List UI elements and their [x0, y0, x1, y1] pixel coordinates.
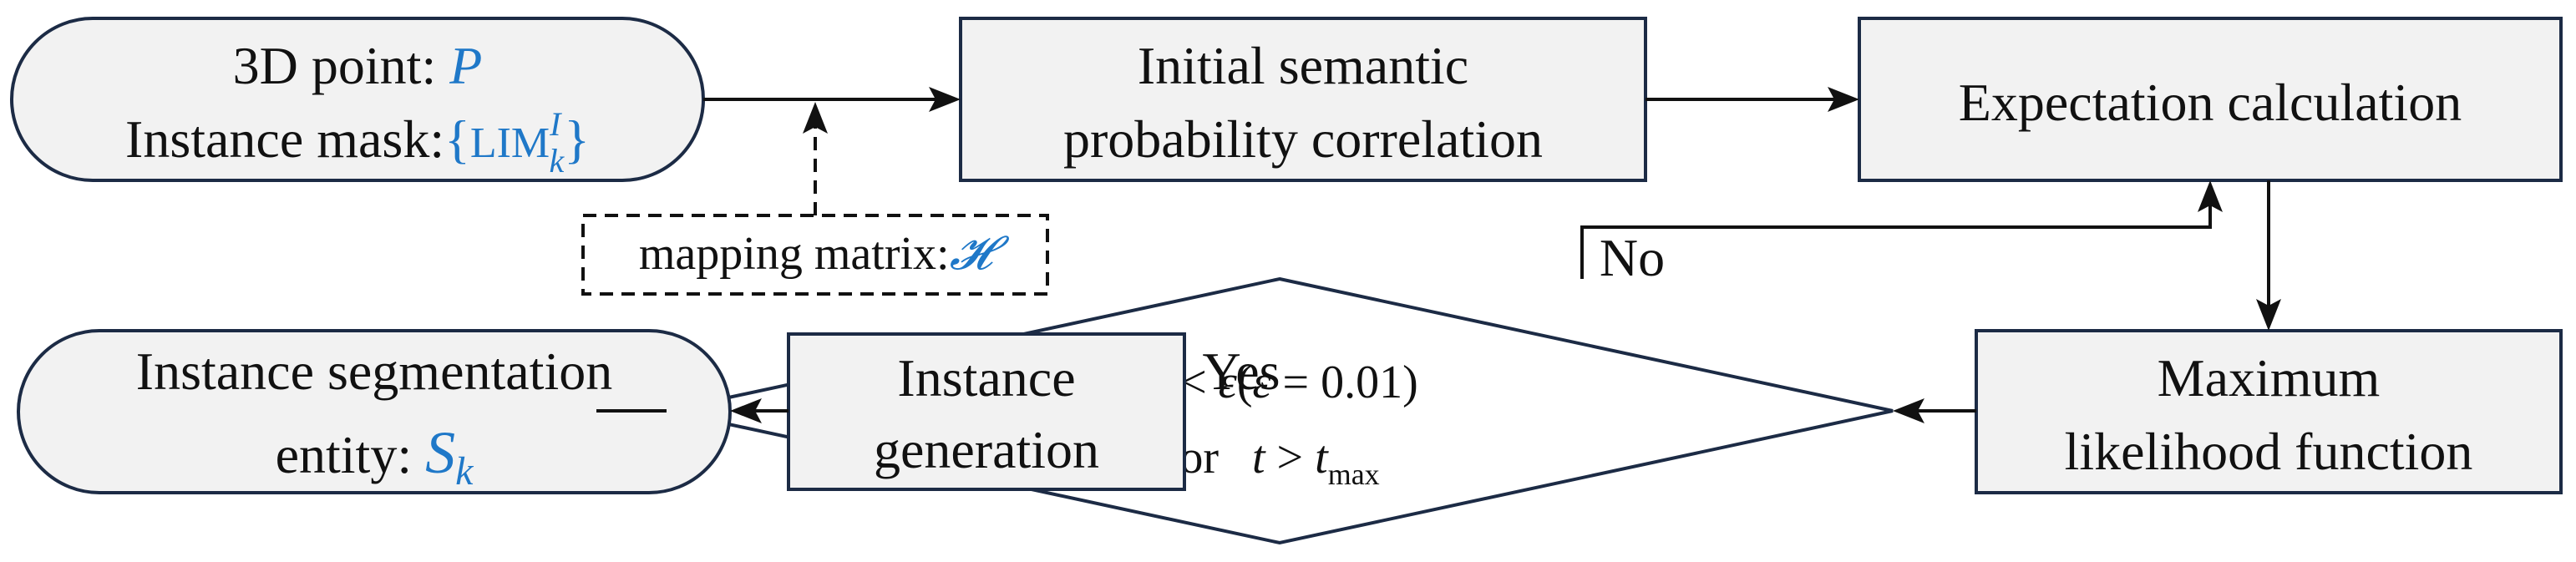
inst-gen-line2: generation — [874, 420, 1099, 479]
mapping-label: mapping matrix:𝓗 — [639, 228, 1010, 280]
edge-init-to-expectation-arrowhead — [1828, 87, 1859, 112]
edge-mapping-arrowhead — [803, 102, 828, 134]
input-line1-prefix: 3D point: — [233, 36, 450, 95]
output-node-shape — [17, 329, 732, 494]
input-mask-close-brace: } — [564, 109, 590, 169]
decision-gt: > — [1265, 432, 1316, 484]
expectation-line1: Expectation calculation — [1959, 73, 2462, 132]
edge-instgen-to-output — [730, 398, 789, 423]
max-likelihood-node-shape — [1975, 329, 2563, 494]
inst-gen-node: Instance generation — [787, 332, 1186, 491]
inst-gen-node-shape — [787, 332, 1186, 491]
max-likelihood-line2: likelihood function — [2065, 422, 2473, 481]
decision-or: or — [1179, 432, 1219, 484]
input-mask-sub: k — [549, 142, 565, 180]
edge-mapping-to-flow — [803, 102, 828, 215]
max-likelihood-line1: Maximum — [2158, 348, 2381, 408]
input-mask-open-brace: { — [444, 109, 470, 169]
decision-epsilon: ε — [1219, 357, 1238, 408]
output-line2: entity: Sk — [276, 419, 475, 494]
edge-decision-no-line — [1580, 205, 2212, 279]
edge-init-to-expectation — [1645, 87, 1859, 112]
output-node: Instance segmentation entity: Sk — [17, 329, 732, 494]
init-corr-line1: Initial semantic — [1138, 36, 1468, 95]
edge-no-label: No — [1600, 228, 1665, 287]
input-point-var: P — [449, 36, 482, 95]
mapping-prefix: mapping matrix: — [639, 228, 950, 280]
edge-decision-no-arrowhead — [2198, 180, 2223, 212]
mapping-node: mapping matrix:𝓗 — [581, 214, 1049, 296]
decision-paren-open: ( — [1237, 357, 1253, 408]
input-line1: 3D point: P — [233, 36, 483, 95]
edge-max-to-decision — [1893, 398, 1976, 423]
expectation-node-shape — [1858, 17, 2563, 182]
edge-instgen-to-output-arrowhead — [730, 398, 762, 423]
max-likelihood-node: Maximum likelihood function — [1975, 329, 2563, 494]
decision-tmax-sub: max — [1328, 458, 1380, 491]
edge-yes-label: Yes — [1202, 342, 1280, 401]
edge-input-to-init-arrowhead — [929, 87, 961, 112]
input-mask-lim: LIM — [470, 119, 550, 167]
decision-tmax: t — [1315, 432, 1329, 484]
output-entity-sub: k — [455, 449, 474, 494]
edge-decision-yes: Yes — [1202, 342, 1280, 401]
edge-decision-no: No — [1580, 180, 2223, 287]
mapping-symbol: 𝓗 — [950, 228, 1010, 280]
output-entity-var: S — [425, 419, 455, 486]
edge-expectation-to-max-arrowhead — [2256, 299, 2281, 331]
expectation-node: Expectation calculation — [1858, 17, 2563, 182]
output-line2-prefix: entity: — [276, 425, 426, 484]
decision-line1: Δ < ε(ε = 0.01) — [1141, 357, 1418, 408]
input-line2-prefix: Instance mask: — [125, 109, 444, 169]
edge-expectation-to-max — [2256, 180, 2281, 331]
decision-epsilon-2: ε — [1252, 357, 1271, 408]
decision-t: t — [1252, 432, 1266, 484]
init-corr-node: Initial semantic probability correlation — [959, 17, 1647, 182]
output-line1: Instance segmentation — [136, 342, 612, 401]
edge-input-to-init — [703, 87, 961, 112]
input-mask-sup: I — [549, 105, 562, 143]
mapping-node-shape — [581, 214, 1049, 296]
init-corr-line2: probability correlation — [1063, 109, 1543, 169]
edge-max-to-decision-arrowhead — [1893, 398, 1924, 423]
decision-epsilon-value: = 0.01) — [1271, 357, 1418, 408]
inst-gen-line1: Instance — [897, 348, 1075, 408]
